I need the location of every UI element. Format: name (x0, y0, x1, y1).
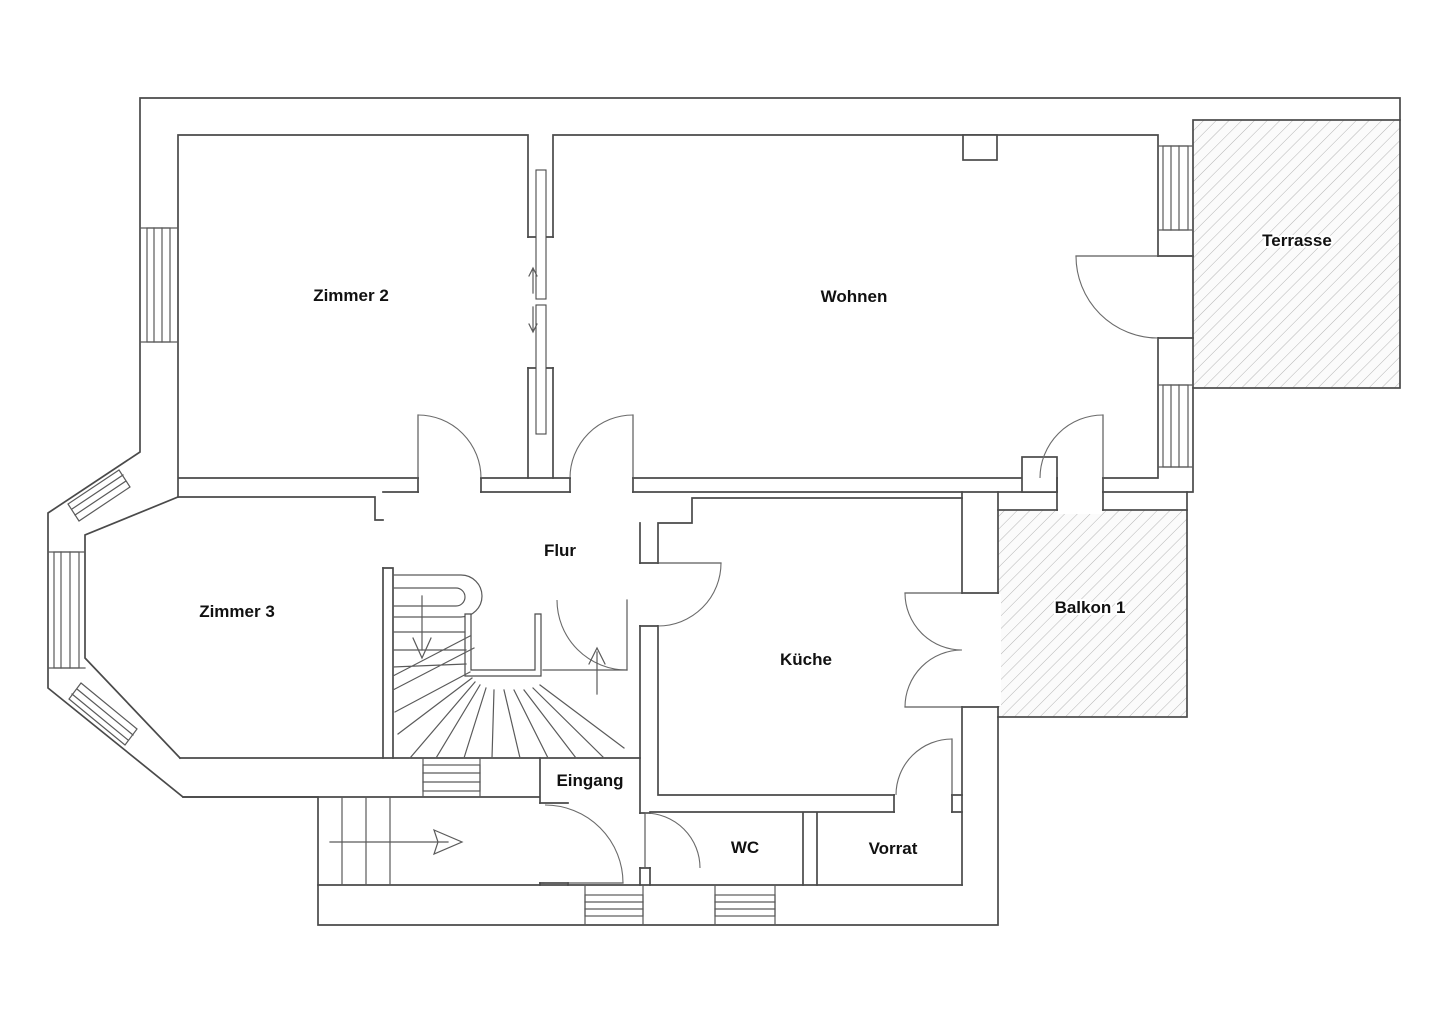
room-label-vorrat: Vorrat (869, 839, 918, 858)
room-label-terrasse: Terrasse (1262, 231, 1332, 250)
room-label-wohnen: Wohnen (821, 287, 888, 306)
room-label-flur: Flur (544, 541, 576, 560)
sliding-door (528, 169, 547, 435)
room-label-wc: WC (731, 838, 759, 857)
sliding-door-up-arrow-icon (528, 266, 538, 294)
room-label-zimmer-2: Zimmer 2 (313, 286, 389, 305)
room-label-balkon-1: Balkon 1 (1055, 598, 1126, 617)
room-label-zimmer-3: Zimmer 3 (199, 602, 275, 621)
entrance-direction-arrow-icon (329, 828, 464, 856)
room-label-kueche: Küche (780, 650, 832, 669)
entrance-steps (329, 796, 464, 886)
terrasse-area (1192, 119, 1401, 389)
room-labels: Zimmer 2 Wohnen Terrasse Zimmer 3 Flur B… (197, 229, 1334, 860)
sliding-door-down-arrow-icon (528, 306, 538, 334)
balkon-area (997, 509, 1188, 718)
stair-up-arrow-icon (588, 646, 606, 695)
wall-pier (962, 134, 998, 161)
room-label-eingang: Eingang (556, 771, 623, 790)
wall-pier (1021, 456, 1058, 493)
doors (417, 169, 1159, 884)
spiral-stair (392, 574, 628, 759)
windows (47, 145, 1194, 926)
stair-down-arrow-icon (412, 595, 432, 660)
